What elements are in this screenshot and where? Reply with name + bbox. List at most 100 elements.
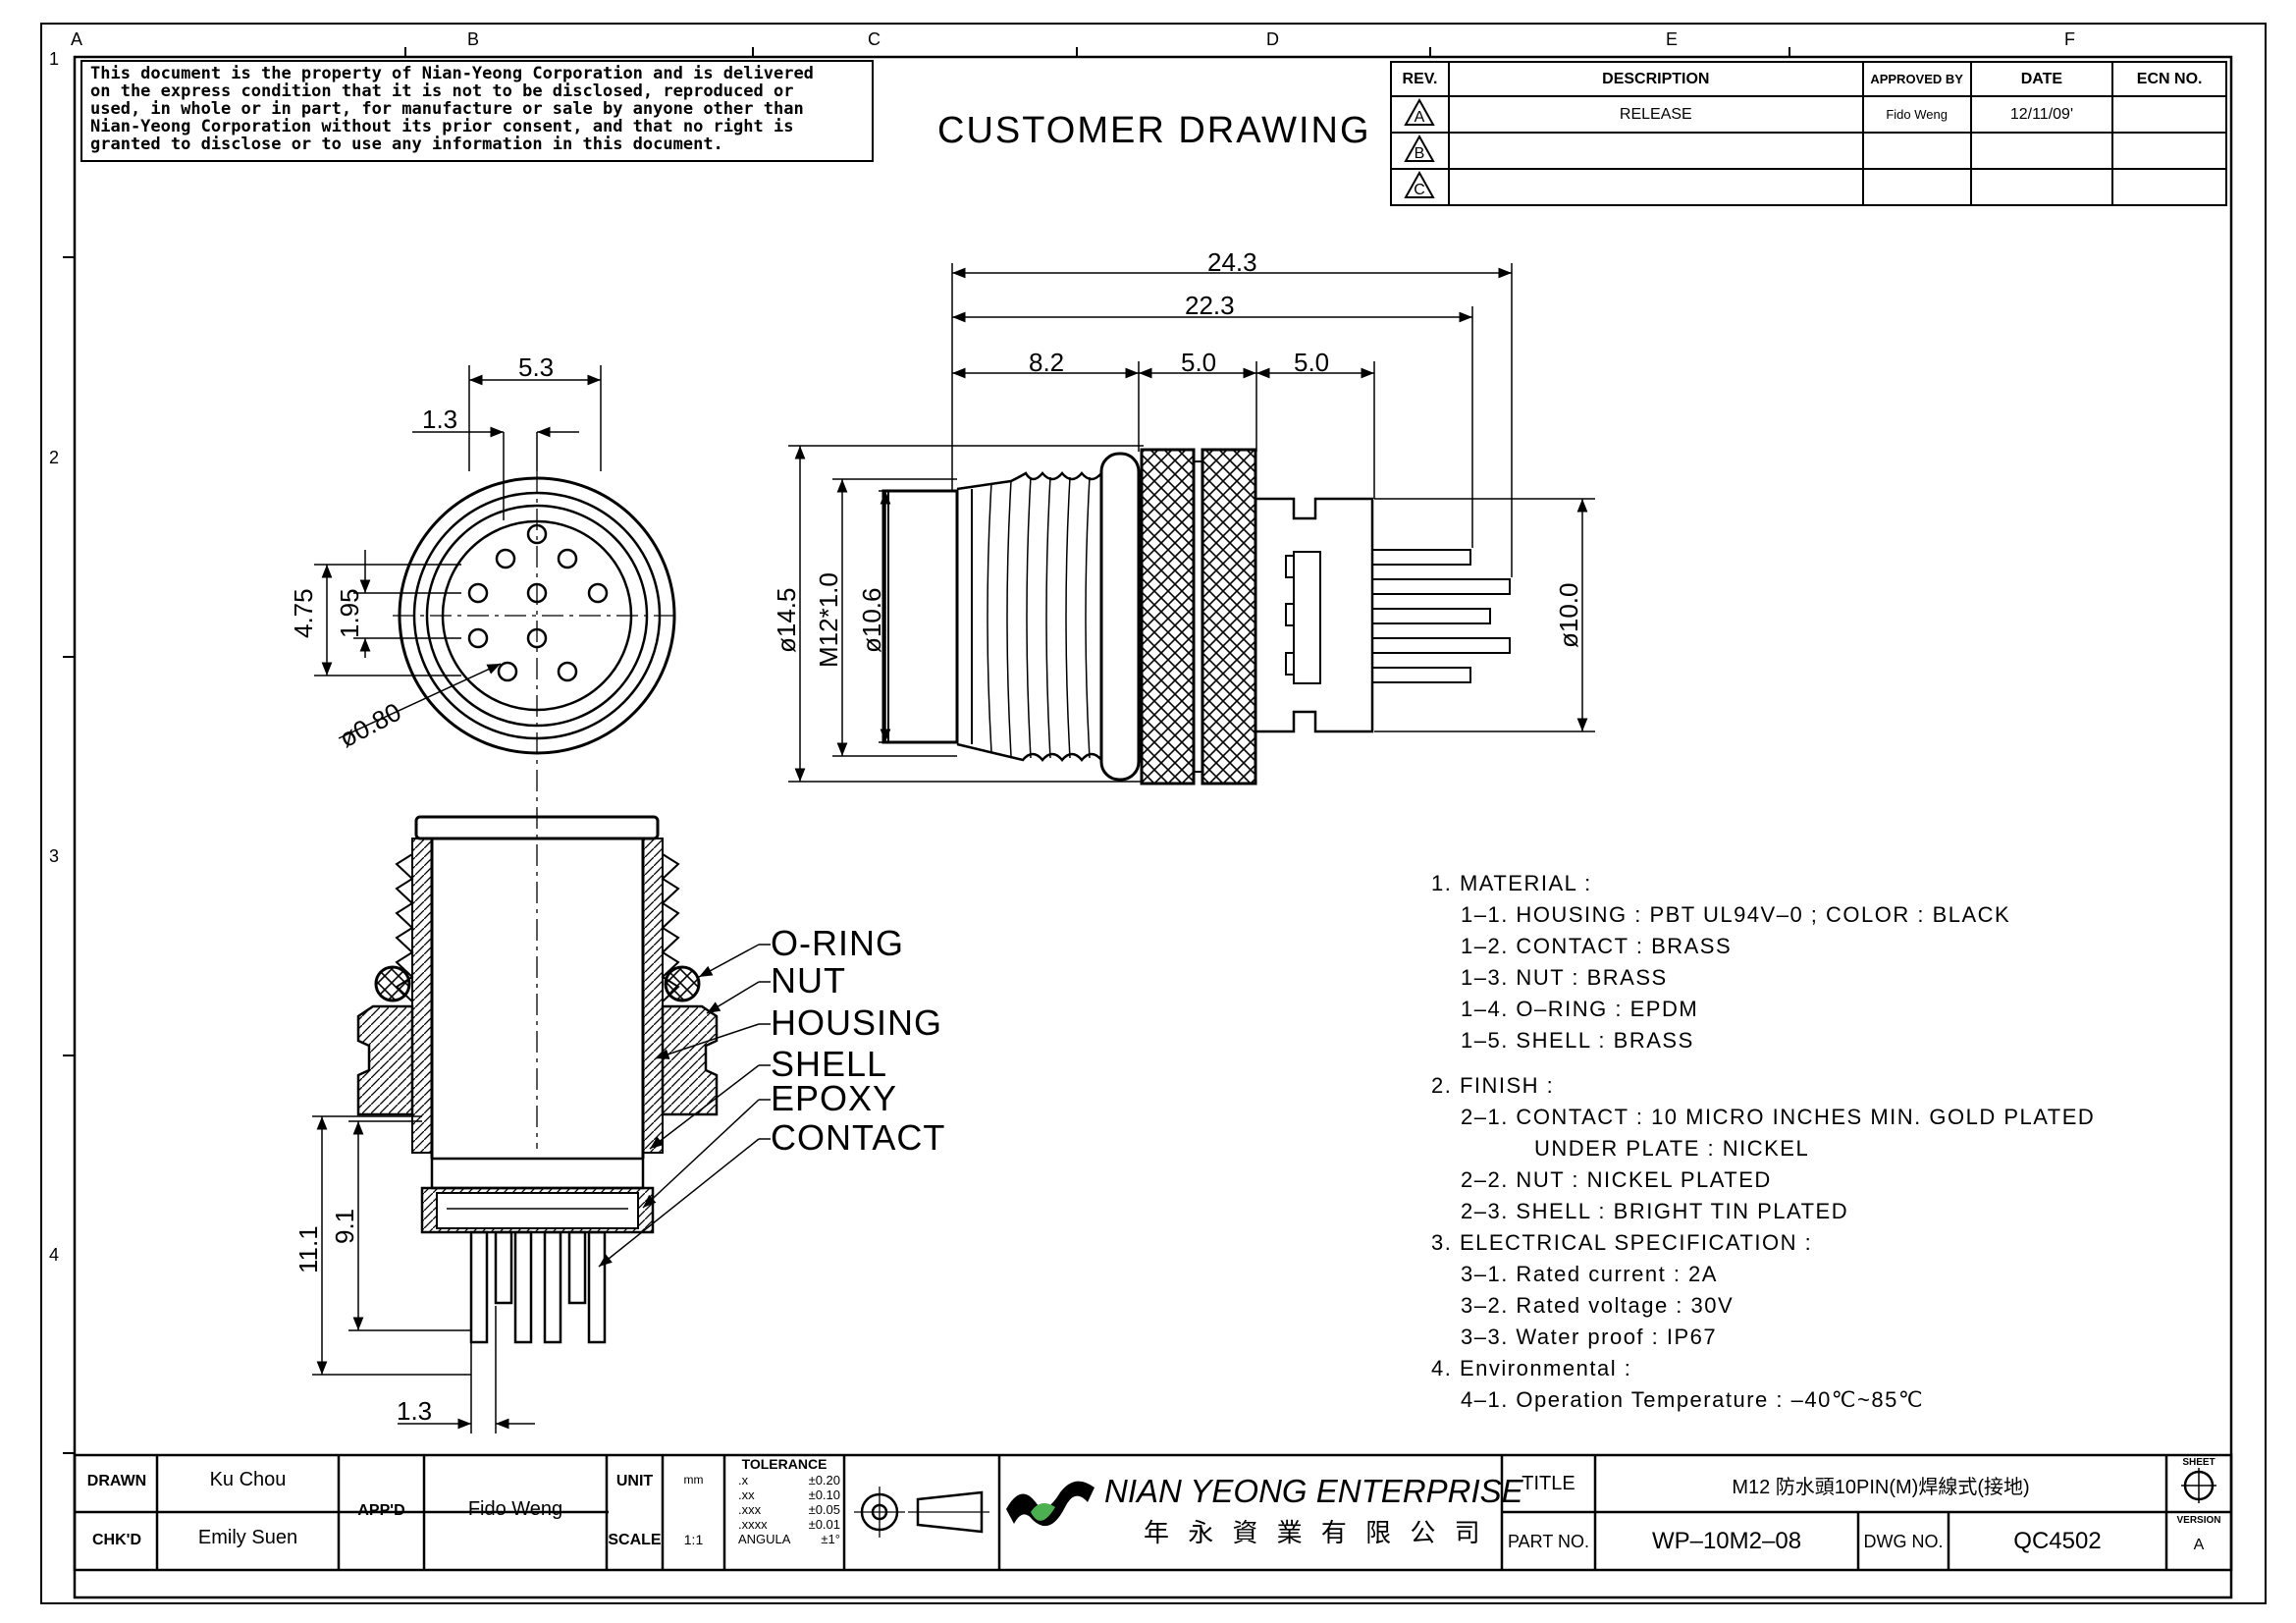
part-no-value: WP–10M2–08: [1651, 1528, 1802, 1554]
part-no-label: PART NO.: [1507, 1532, 1590, 1551]
rev-letter: B: [1415, 145, 1425, 162]
rev-triangle-a: A: [1390, 95, 1450, 134]
unit-label: UNIT: [615, 1473, 654, 1489]
dwg-no-value: QC4502: [2013, 1528, 2102, 1554]
zone-col-f: F: [2064, 29, 2075, 49]
tolerance-key: .x: [738, 1473, 749, 1488]
title-value: M12 防水頭10PIN(M)焊線式(接地): [1732, 1477, 2030, 1498]
chkd-value: Emily Suen: [197, 1527, 298, 1548]
note-line: UNDER PLATE : NICKEL: [1534, 1136, 1810, 1161]
side-view: [788, 263, 1595, 785]
company-name: NIAN YEONG ENTERPRISE: [1104, 1473, 1523, 1509]
zone-col-b: B: [467, 29, 480, 49]
date-header: DATE: [1969, 61, 2114, 97]
tolerance-key: ANGULA: [738, 1532, 791, 1546]
appd-label: APP'D: [357, 1502, 405, 1519]
zone-row-1: 1: [49, 49, 60, 69]
note-line: 4. Environmental :: [1431, 1356, 1632, 1380]
revision-header-row: REV. DESCRIPTION APPROVED BY DATE ECN NO…: [1390, 61, 2227, 97]
ecn-header: ECN NO.: [2111, 61, 2227, 97]
disclaimer-line: This document is the property of Nian-Ye…: [90, 64, 814, 83]
zone-row-4: 4: [49, 1245, 60, 1265]
version-label: VERSION: [2176, 1515, 2221, 1526]
tolerance-row: ANGULA ±1°: [738, 1532, 840, 1546]
rev-ecn: [2111, 168, 2227, 206]
note-gap: [1431, 1056, 2095, 1070]
note-line: 1–5. SHELL : BRASS: [1461, 1028, 1694, 1053]
callout-housing: HOUSING: [771, 1002, 943, 1043]
rev-date: [1969, 132, 2114, 170]
note-line: 4–1. Operation Temperature : –40℃~85℃: [1461, 1387, 1925, 1412]
disclaimer-line: granted to disclose or to use any inform…: [90, 135, 723, 154]
note-line: 3–1. Rated current : 2A: [1461, 1262, 1718, 1286]
revision-row: C: [1390, 168, 2227, 206]
zone-col-a: A: [71, 29, 83, 49]
title-label: TITLE: [1522, 1473, 1575, 1494]
sheet-label: SHEET: [2182, 1457, 2216, 1468]
tolerance-value: ±0.20: [808, 1473, 840, 1488]
sheet-symbol: [2181, 1468, 2216, 1503]
tolerance-value: ±0.10: [808, 1488, 840, 1502]
callout-epoxy: EPOXY: [771, 1078, 898, 1118]
tolerance-value: ±0.01: [808, 1517, 840, 1532]
tolerance-table: .x ±0.20 .xx ±0.10 .xxx ±0.05 .xxxx±0.01 AN…: [738, 1473, 840, 1546]
zone-col-e: E: [1666, 29, 1679, 49]
zone-row-3: 3: [49, 846, 60, 866]
tolerance-row: .xxxx±0.01: [738, 1517, 840, 1532]
rev-triangle-b: B: [1390, 132, 1450, 170]
zone-col-c: C: [868, 29, 881, 49]
appd-value: Fido Weng: [467, 1498, 563, 1520]
company-chinese-name: 年 永 資 業 有 限 公 司: [1144, 1518, 1486, 1547]
tolerance-key: .xx: [738, 1488, 755, 1502]
revision-row: B: [1390, 132, 2227, 170]
front-view: [314, 365, 679, 1149]
rev-letter: C: [1415, 182, 1426, 198]
rev-description: [1447, 168, 1864, 206]
note-line: 2–2. NUT : NICKEL PLATED: [1461, 1167, 1772, 1192]
rev-approved: [1861, 168, 1972, 206]
rev-ecn: [2111, 95, 2227, 134]
scale-label: SCALE: [608, 1532, 662, 1548]
rev-description: RELEASE: [1447, 95, 1864, 134]
company-logo: [1006, 1481, 1095, 1527]
projection-symbol: [854, 1487, 989, 1538]
outer-frame: [40, 23, 2267, 1604]
note-line: 1–3. NUT : BRASS: [1461, 965, 1668, 990]
unit-value: mm: [683, 1473, 704, 1487]
scale-value: 1:1: [683, 1532, 704, 1547]
drawing-title: CUSTOMER DRAWING: [937, 110, 1371, 151]
drawn-value: Ku Chou: [209, 1469, 287, 1490]
rev-triangle-c: C: [1390, 168, 1450, 206]
section-view: [312, 815, 771, 1434]
revision-table: REV. DESCRIPTION APPROVED BY DATE ECN NO…: [1390, 61, 2227, 206]
rev-description: [1447, 132, 1864, 170]
spec-notes: 1. MATERIAL : 1–1. HOUSING : PBT UL94V–0…: [1431, 868, 2095, 1416]
tolerance-row: .xx ±0.10: [738, 1488, 840, 1502]
note-line: 3–3. Water proof : IP67: [1461, 1325, 1718, 1349]
note-line: 2–1. CONTACT : 10 MICRO INCHES MIN. GOLD…: [1461, 1105, 2096, 1129]
note-line: 3. ELECTRICAL SPECIFICATION :: [1431, 1230, 1813, 1255]
rev-ecn: [2111, 132, 2227, 170]
rev-date: [1969, 168, 2114, 206]
tolerance-key: .xxx: [738, 1502, 762, 1517]
note-line: 2–3. SHELL : BRIGHT TIN PLATED: [1461, 1199, 1849, 1223]
rev-date: 12/11/09': [1969, 95, 2114, 134]
callout-nut: NUT: [771, 960, 846, 1001]
note-line: 1–4. O–RING : EPDM: [1461, 997, 1699, 1021]
tolerance-row: .x ±0.20: [738, 1473, 840, 1488]
tolerance-title: TOLERANCE: [741, 1456, 828, 1472]
disclaimer-line: used, in whole or in part, for manufactu…: [90, 99, 804, 119]
chkd-label: CHK'D: [91, 1532, 142, 1548]
zone-row-2: 2: [49, 448, 60, 467]
title-block-frame: [73, 1453, 2233, 1572]
tolerance-value: ±0.05: [808, 1502, 840, 1517]
version-value: A: [2193, 1537, 2205, 1553]
note-line: 2. FINISH :: [1431, 1073, 1555, 1098]
inner-frame: [73, 55, 2233, 1599]
rev-approved: [1861, 132, 1972, 170]
drawn-label: DRAWN: [86, 1473, 147, 1489]
zone-ticks: [63, 47, 1790, 1454]
description-header: DESCRIPTION: [1447, 61, 1864, 97]
tolerance-value: ±1°: [821, 1532, 840, 1546]
